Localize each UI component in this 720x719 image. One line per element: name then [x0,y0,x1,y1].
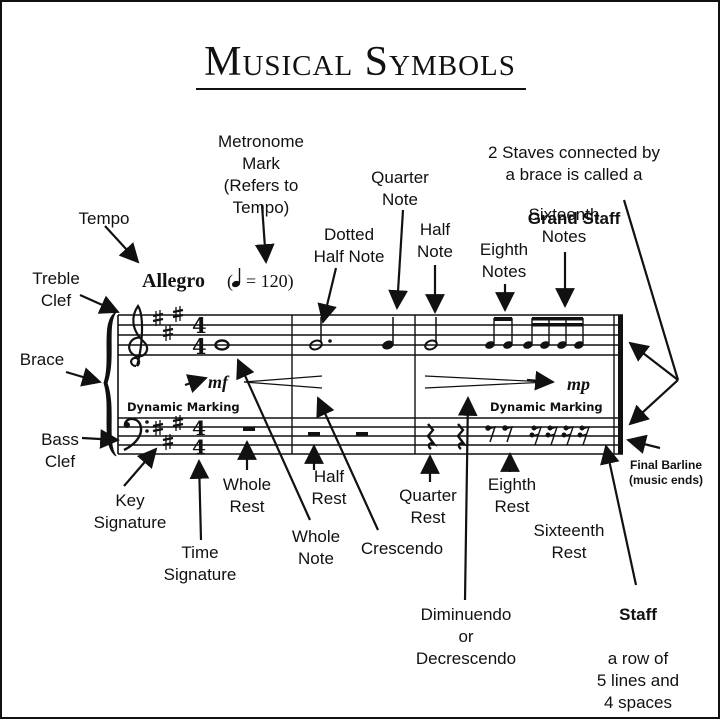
whole-rest [243,427,255,431]
diminuendo-hairpin [424,375,549,389]
brace [103,311,117,457]
label-sixteenth-rest: Sixteenth Rest [533,521,605,562]
bass-staff [118,417,623,455]
label-time-signature: Time Signature [163,543,237,584]
whole-note [214,339,230,351]
dynamic-marking-left: Dynamic Marking [127,400,240,414]
label-crescendo: Crescendo [360,539,444,558]
half-note [424,317,438,351]
label-grand-staff-bold: Grand Staff [527,209,621,228]
quarter-note [382,317,394,350]
label-treble-clef: Treble Clef [32,269,80,310]
final-barline [618,315,623,454]
key-signature-treble [152,306,184,341]
time-signature-treble: 44 [192,313,207,359]
label-whole-rest: Whole Rest [222,475,272,516]
label-diminuendo: Diminuendo or Decrescendo [415,605,517,668]
label-quarter-note: Quarter Note [371,168,429,209]
label-half-note: Half Note [417,220,453,261]
time-signature-bass: 44 [192,416,206,459]
label-metronome-mark: Metronome Mark (Refers to Tempo) [218,132,304,217]
page-title: Musical Symbols [204,39,516,85]
svg-text:4: 4 [192,334,207,359]
dynamic-mp: mp [567,374,590,394]
dotted-half-note [309,317,332,351]
label-brace: Brace [19,350,65,369]
svg-text:4: 4 [192,313,207,338]
metronome-note-icon [231,268,241,288]
eighth-notes [485,317,513,349]
quarter-rests [426,423,468,450]
crescendo-hairpin [243,375,323,389]
label-eighth-rest: Eighth Rest [487,475,537,516]
dynamic-marking-right: Dynamic Marking [490,400,603,414]
label-half-rest: Half Rest [311,467,347,508]
dynamic-mf: mf [208,372,230,392]
key-signature-bass [152,415,184,450]
label-eighth-notes: Eighth Notes [479,240,529,281]
sixteenth-rests [529,425,591,446]
title-underline [196,88,526,90]
metronome-value: = 120) [246,271,294,292]
label-key-signature: Key Signature [93,491,167,532]
label-tempo: Tempo [78,209,130,228]
sixteenth-notes [523,317,584,349]
pointer-arrows [65,199,680,601]
svg-text:4: 4 [192,416,206,440]
label-staff-desc: a row of 5 lines and 4 spaces [596,649,680,712]
label-dotted-half-note: Dotted Half Note [313,225,385,266]
label-bass-clef: Bass Clef [41,430,79,471]
tempo-word: Allegro [142,270,205,292]
label-whole-note: Whole Note [291,527,341,568]
metronome-prefix: ( [227,271,233,292]
label-staff-bold: Staff [619,605,657,624]
label-grand-staff: 2 Staves connected by a brace is called … [474,120,674,230]
label-final-barline: Final Barline (music ends) [628,458,703,487]
label-quarter-rest: Quarter Rest [399,486,457,527]
half-rests [308,432,368,436]
svg-text:4: 4 [192,435,206,459]
eighth-rests [485,425,514,443]
label-sixteenth-notes: Sixteenth Notes [528,205,600,246]
treble-clef-icon [128,304,149,368]
label-staff: Staff a row of 5 lines and 4 spaces [580,582,696,714]
label-grand-staff-prefix: 2 Staves connected by a brace is called … [487,143,660,184]
bass-clef-icon [123,417,149,452]
